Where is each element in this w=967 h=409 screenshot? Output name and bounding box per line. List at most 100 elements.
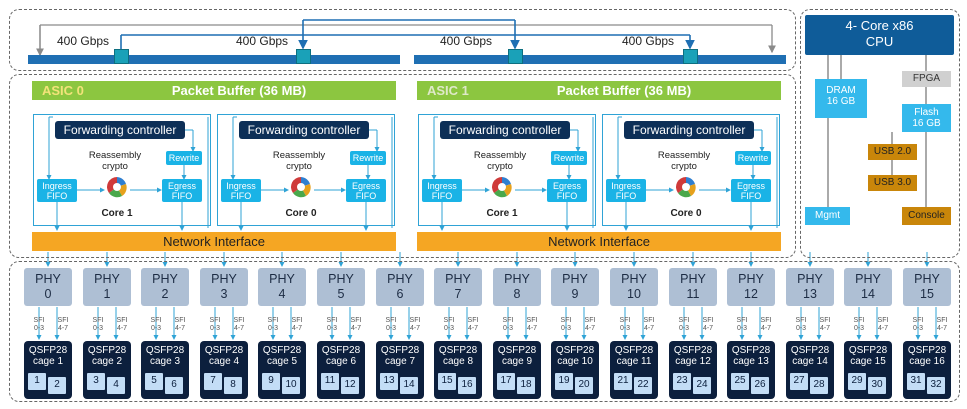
sfi-label: SFI 0-3 [33, 317, 45, 332]
phy-label: PHY [328, 272, 354, 286]
cage-label: cage 3 [149, 356, 181, 367]
phy-block: PHY 2 [141, 268, 189, 306]
egress-fifo: Egress FIFO [346, 179, 386, 202]
phy-block: PHY 10 [610, 268, 658, 306]
asic-frame [9, 74, 796, 258]
phy-label: PHY [914, 272, 940, 286]
sfi-label: SFI 0-3 [678, 317, 690, 332]
port-number: 16 [458, 377, 476, 394]
egress-fifo: Egress FIFO [731, 179, 771, 202]
port-number: 27 [790, 373, 808, 390]
top-bus-frame [9, 9, 796, 71]
rewrite-block: Rewrite [166, 151, 202, 165]
phy-block: PHY 8 [493, 268, 541, 306]
core-label: Core 1 [101, 208, 133, 219]
sfi-label: SFI 4-7 [643, 317, 655, 332]
flash-block: Flash 16 GB [902, 104, 951, 132]
phy-block: PHY 7 [434, 268, 482, 306]
qsfp28-cage: QSFP28 cage 13 25 26 [727, 341, 775, 399]
sfi-label: SFI 0-3 [267, 317, 279, 332]
phy-block: PHY 14 [844, 268, 892, 306]
qsfp-title: QSFP28 [438, 345, 478, 356]
rewrite-block: Rewrite [551, 151, 587, 165]
port-number: 5 [145, 373, 163, 390]
port-number: 12 [341, 377, 359, 394]
phy-label: PHY [621, 272, 647, 286]
sfi-label: SFI 4-7 [819, 317, 831, 332]
core-block [217, 114, 395, 226]
phy-label: PHY [445, 272, 471, 286]
phy-block: PHY 1 [83, 268, 131, 306]
mgmt-block: Mgmt [805, 207, 850, 225]
egress-fifo: Egress FIFO [547, 179, 587, 202]
packet-buffer-asic-1: ASIC 1 Packet Buffer (36 MB) [417, 81, 781, 100]
phy-label: PHY [269, 272, 295, 286]
sfi-label: SFI 0-3 [385, 317, 397, 332]
phy-number: 14 [861, 287, 875, 301]
sfi-label: SFI 4-7 [57, 317, 69, 332]
sfi-label: SFI 0-3 [150, 317, 162, 332]
sfi-label: SFI 4-7 [291, 317, 303, 332]
qsfp28-cage: QSFP28 cage 11 21 22 [610, 341, 658, 399]
qsfp28-cage: QSFP28 cage 6 11 12 [317, 341, 365, 399]
phy-label: PHY [387, 272, 413, 286]
core-wheel-icon [106, 176, 128, 198]
qsfp-title: QSFP28 [731, 345, 771, 356]
cage-label: cage 12 [675, 356, 711, 367]
port-number: 25 [731, 373, 749, 390]
qsfp-title: QSFP28 [321, 345, 361, 356]
sfi-label: SFI 4-7 [702, 317, 714, 332]
core-block [33, 114, 211, 226]
cage-label: cage 8 [442, 356, 474, 367]
phy-block: PHY 11 [669, 268, 717, 306]
phy-label: PHY [152, 272, 178, 286]
port-number: 26 [751, 377, 769, 394]
ingress-fifo: Ingress FIFO [606, 179, 646, 202]
port-number: 4 [107, 377, 125, 394]
cage-label: cage 13 [733, 356, 769, 367]
phy-number: 7 [454, 287, 462, 301]
phy-block: PHY 12 [727, 268, 775, 306]
qsfp28-cage: QSFP28 cage 12 23 24 [669, 341, 717, 399]
phy-number: 10 [627, 287, 641, 301]
phy-block: PHY 5 [317, 268, 365, 306]
port-number: 13 [380, 373, 398, 390]
core-wheel-icon [675, 176, 697, 198]
bus-tap [296, 49, 311, 64]
phy-number: 2 [161, 287, 169, 301]
phy-label: PHY [680, 272, 706, 286]
qsfp28-cage: QSFP28 cage 7 13 14 [376, 341, 424, 399]
port-number: 19 [555, 373, 573, 390]
cage-label: cage 7 [384, 356, 416, 367]
qsfp-title: QSFP28 [673, 345, 713, 356]
port-number: 17 [497, 373, 515, 390]
usb2-block: USB 2.0 [868, 144, 917, 160]
port-number: 23 [673, 373, 691, 390]
qsfp-title: QSFP28 [262, 345, 302, 356]
sfi-label: SFI 0-3 [209, 317, 221, 332]
speed-label: 400 Gbps [622, 34, 675, 48]
port-number: 28 [810, 377, 828, 394]
sfi-label: SFI 4-7 [877, 317, 889, 332]
qsfp28-cage: QSFP28 cage 9 17 18 [493, 341, 541, 399]
qsfp28-cage: QSFP28 cage 16 31 32 [903, 341, 951, 399]
phy-label: PHY [855, 272, 881, 286]
network-interface-asic-0: Network Interface [32, 232, 396, 251]
core-wheel-icon [290, 176, 312, 198]
qsfp-title: QSFP28 [497, 345, 537, 356]
phy-number: 5 [337, 287, 345, 301]
cage-label: cage 9 [501, 356, 533, 367]
phy-number: 11 [686, 287, 700, 301]
sfi-label: SFI 4-7 [467, 317, 479, 332]
phy-label: PHY [797, 272, 823, 286]
phy-block: PHY 3 [200, 268, 248, 306]
sfi-label: SFI 4-7 [409, 317, 421, 332]
cage-label: cage 11 [616, 356, 652, 367]
core-block [418, 114, 596, 226]
port-number: 15 [438, 373, 456, 390]
phy-label: PHY [94, 272, 120, 286]
console-block: Console [902, 207, 951, 225]
port-number: 11 [321, 373, 339, 390]
phy-block: PHY 0 [24, 268, 72, 306]
qsfp28-cage: QSFP28 cage 4 7 8 [200, 341, 248, 399]
